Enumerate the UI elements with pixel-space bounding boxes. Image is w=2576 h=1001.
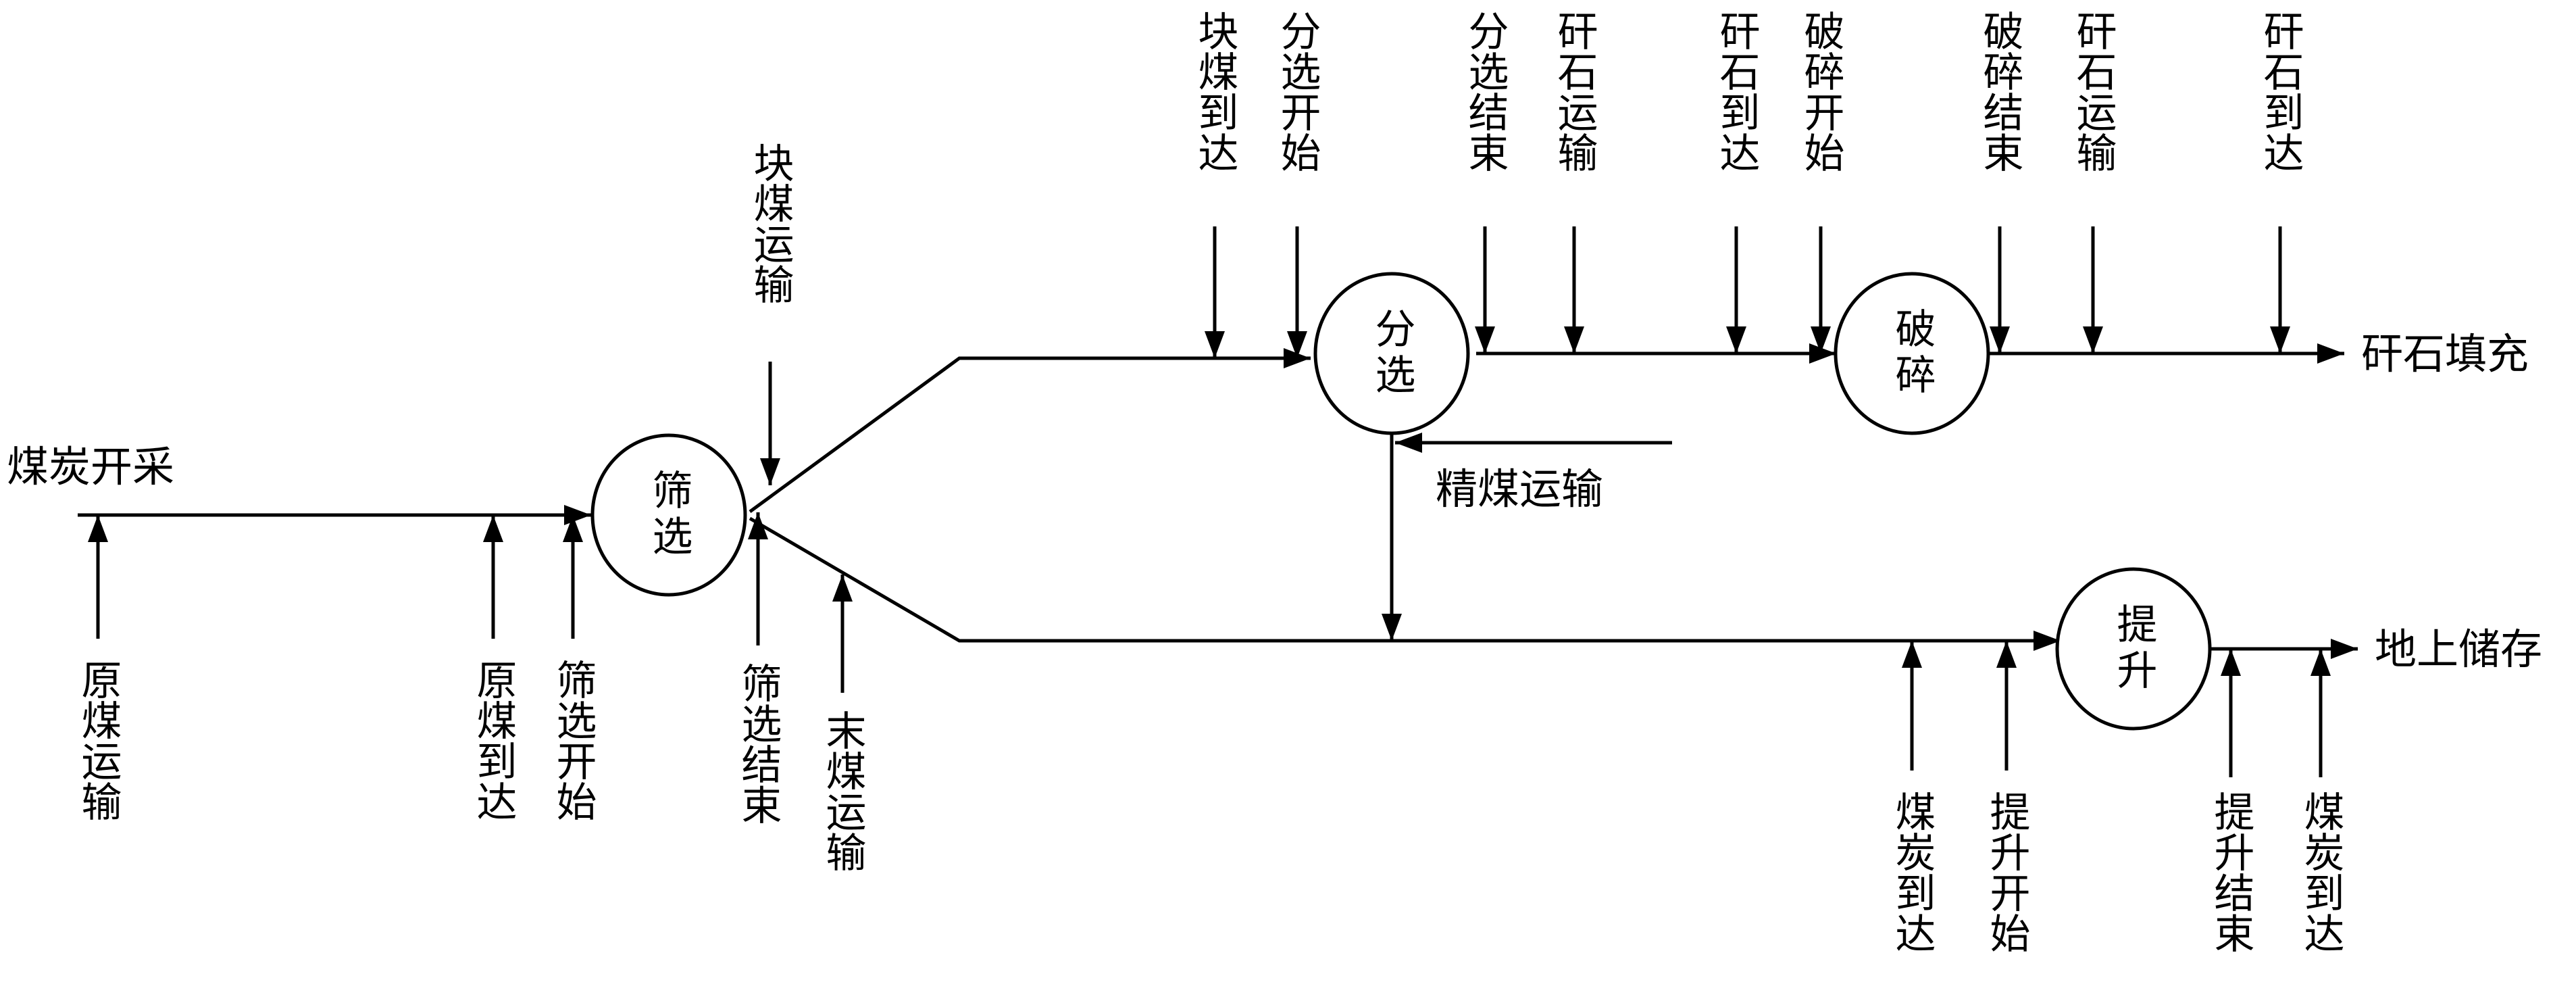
event-label: 矸石到达	[1713, 10, 1760, 172]
event-label: 矸石到达	[2256, 10, 2304, 172]
event-label: 原煤到达	[470, 659, 517, 821]
event-label: 煤炭到达	[2297, 791, 2344, 953]
screening-node	[590, 433, 747, 597]
lower-branch-line	[749, 516, 2061, 651]
gangue-filling-label: 矸石填充	[2361, 329, 2529, 379]
event-label: 块煤到达	[1191, 10, 1238, 172]
event-label: 筛选开始	[549, 659, 597, 821]
lifting-node	[2055, 567, 2212, 731]
event-label: 提升开始	[1983, 791, 2030, 953]
event-label: 破碎结束	[1976, 10, 2023, 172]
crushing-node-label: 破碎	[1888, 308, 1936, 399]
event-label: 矸石运输	[1550, 10, 1598, 172]
event-label: 提升结束	[2207, 791, 2254, 953]
event-label: 原煤运输	[74, 659, 122, 821]
crushing-node	[1834, 272, 1990, 435]
lifting-node-label: 提升	[2110, 603, 2157, 695]
ground-storage-label: 地上储存	[2375, 625, 2542, 674]
event-label: 末煤运输	[819, 710, 866, 872]
event-label: 破碎开始	[1797, 10, 1844, 172]
event-label: 矸石运输	[2069, 10, 2117, 172]
sorting-node	[1313, 272, 1470, 435]
event-label: 分选结束	[1461, 10, 1509, 172]
event-label: 分选开始	[1273, 10, 1321, 172]
upper-branch-line	[749, 348, 1311, 514]
clean-coal-transport-label: 精煤运输	[1436, 464, 1603, 514]
event-label: 煤炭到达	[1888, 791, 1936, 953]
event-label: 块煤运输	[747, 142, 794, 304]
process-nodes	[590, 272, 2212, 731]
sorting-node-label: 分选	[1368, 308, 1415, 399]
mining-label: 煤炭开采	[7, 442, 174, 491]
flow-lines	[78, 226, 2358, 777]
event-label: 筛选结束	[734, 662, 782, 825]
screening-node-label: 筛选	[645, 469, 692, 561]
